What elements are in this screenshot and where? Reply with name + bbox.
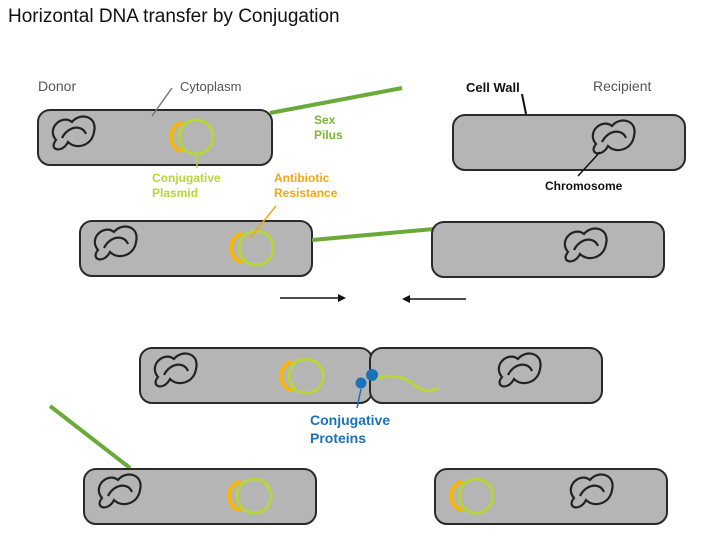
resistance-gene-icon [168, 121, 186, 153]
donor-cell-2 [79, 220, 313, 277]
recipient-cell-1 [452, 114, 686, 171]
donor-label: Donor [38, 78, 76, 94]
chromosome-pointer [577, 151, 601, 177]
resistance-gene-icon [278, 360, 296, 392]
donor-cell-1 [37, 109, 273, 166]
recipient-cell-3 [369, 347, 603, 404]
plasmid-label-line1: Conjugative [152, 171, 221, 185]
recipient-cell-4 [434, 468, 668, 525]
plasmid-label-line2: Plasmid [152, 186, 198, 200]
sex-pilus-label-line2: Pilus [314, 128, 343, 142]
donor-cell-4 [83, 468, 317, 525]
resistance-gene-icon [226, 480, 244, 512]
cell-wall-label: Cell Wall [466, 80, 520, 95]
cellwall-pointer [521, 93, 527, 115]
resistance-gene-icon [228, 232, 246, 264]
cytoplasm-label: Cytoplasm [180, 79, 241, 94]
cytoplasm-pointer [151, 87, 173, 117]
sex-pilus [311, 227, 435, 242]
resistance-gene-icon [448, 480, 466, 512]
sex-pilus [269, 86, 403, 115]
antibiotic-label-line1: Antibiotic [274, 171, 330, 185]
proteins-label-line1: Conjugative [310, 412, 390, 428]
arrowhead-left [402, 295, 410, 303]
antibiotic-pointer [249, 205, 277, 239]
sex-pilus-label-line1: Sex [314, 113, 336, 127]
plasmid-icon [457, 477, 495, 515]
chromosome-label: Chromosome [545, 179, 623, 193]
plasmid-icon [235, 477, 273, 515]
plasmid-icon [177, 118, 215, 156]
antibiotic-label-line2: Resistance [274, 186, 338, 200]
transferring-dna-strand [371, 374, 439, 393]
page-title: Horizontal DNA transfer by Conjugation [8, 6, 340, 27]
conjugative-protein [355, 377, 367, 389]
proteins-label-line2: Proteins [310, 430, 366, 446]
recipient-label: Recipient [593, 78, 651, 94]
arrowhead-right [338, 294, 346, 302]
recipient-cell-2 [431, 221, 665, 278]
proteins-pointer [356, 388, 362, 409]
sex-pilus [48, 404, 132, 470]
plasmid-icon [287, 357, 325, 395]
donor-cell-3 [139, 347, 373, 404]
conjugative-protein [366, 369, 378, 381]
